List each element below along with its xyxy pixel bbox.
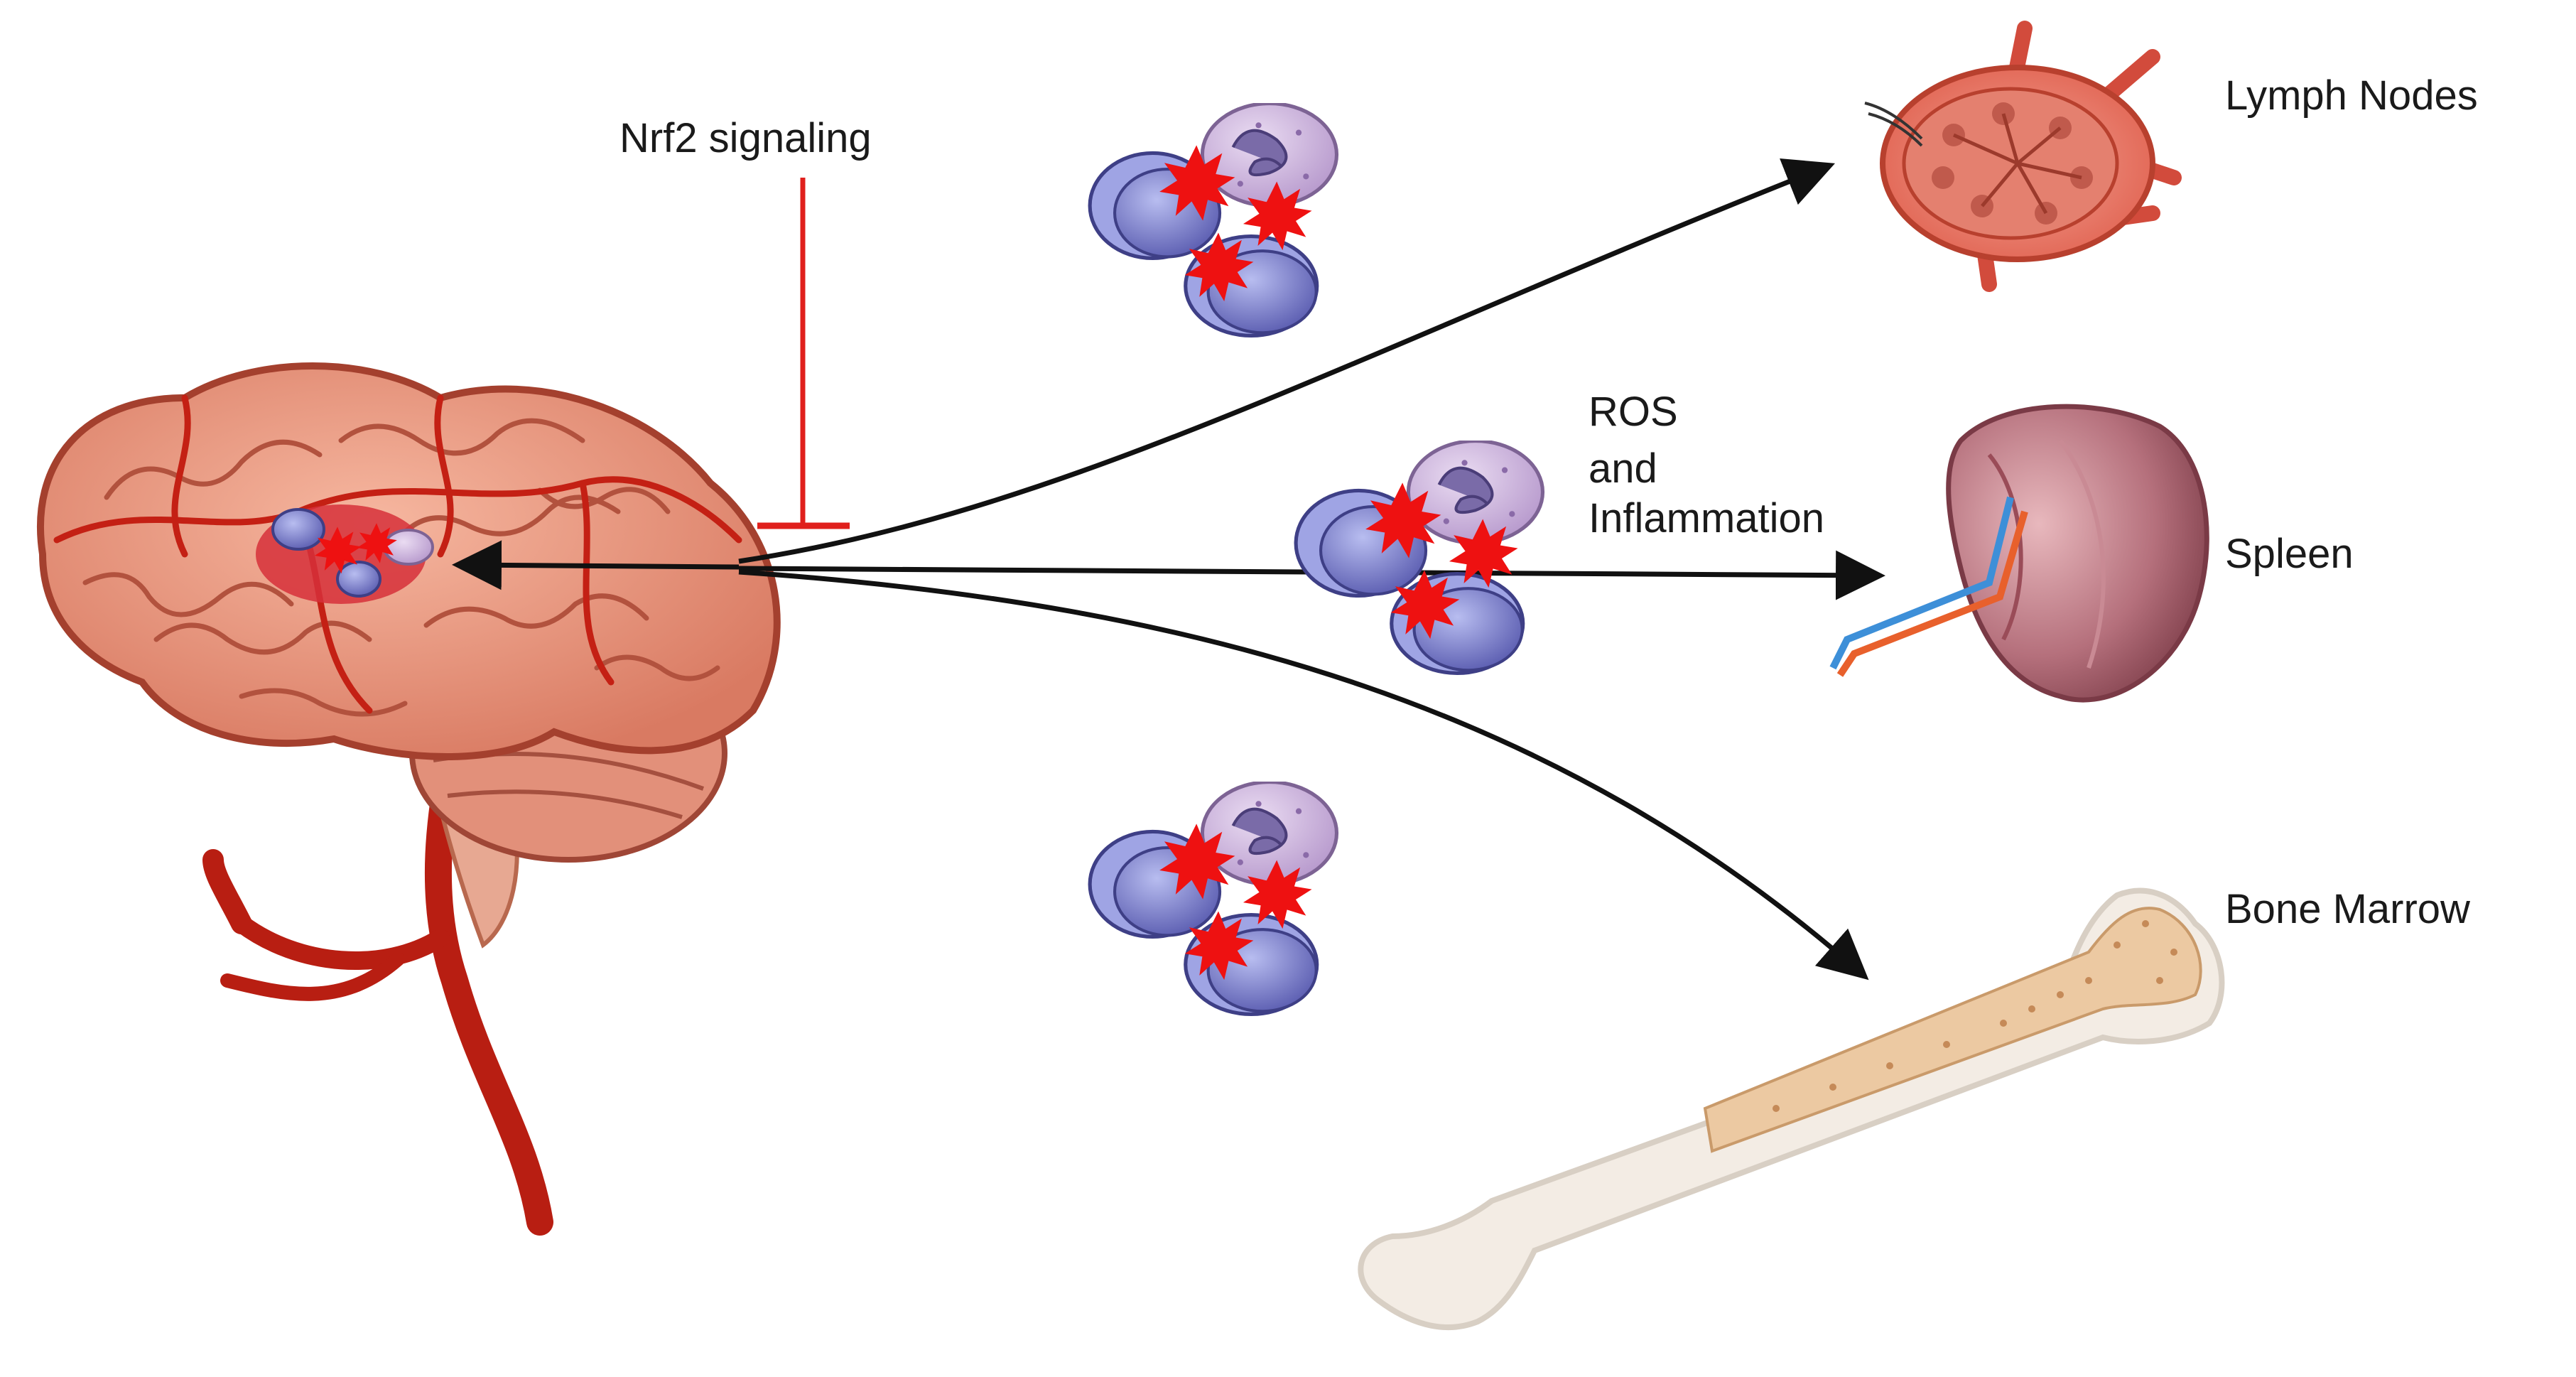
arrow-to-brain	[452, 540, 740, 590]
cell-cluster-icon	[1090, 104, 1336, 336]
nrf2-inhibition	[757, 178, 850, 529]
cell-cluster-icon	[1090, 782, 1336, 1015]
lymph-node-icon	[1864, 21, 2182, 292]
arrow-to-lymph-nodes	[738, 158, 1836, 564]
bone-marrow-label: Bone Marrow	[2225, 886, 2470, 932]
brain-icon	[36, 362, 781, 1236]
arrow-to-bone-marrow	[738, 569, 1869, 981]
ros-label-line3: Inflammation	[1589, 495, 1825, 541]
brain-lesion	[256, 504, 434, 604]
nrf2-signaling-label: Nrf2 signaling	[619, 115, 872, 161]
cell-cluster-icon	[1296, 441, 1542, 674]
spleen-label: Spleen	[2225, 531, 2354, 577]
arrows	[452, 158, 1885, 981]
bone-icon	[1358, 887, 2225, 1330]
ros-label-line1: ROS	[1589, 389, 1678, 435]
ros-label-line2: and	[1589, 446, 1657, 492]
spleen-icon	[1829, 404, 2209, 703]
lymph-nodes-label: Lymph Nodes	[2225, 72, 2478, 119]
